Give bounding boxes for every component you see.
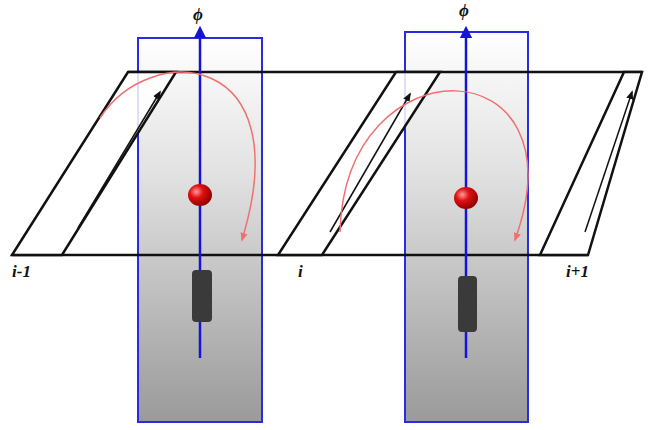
- flux-symbol: ϕ: [193, 6, 203, 23]
- flux-symbol: ϕ: [459, 2, 469, 19]
- circulation-arrow: [340, 91, 528, 240]
- site-index: i: [298, 263, 303, 280]
- current-arrow: [78, 92, 160, 228]
- plaquette: [12, 72, 176, 255]
- rail-line: [128, 71, 642, 74]
- plaquette: [540, 72, 642, 255]
- charge-sphere: [188, 184, 212, 206]
- site-index: i+1: [566, 263, 589, 280]
- charge-sphere: [454, 187, 478, 209]
- circulation-arrow: [100, 72, 255, 240]
- current-arrow: [585, 92, 632, 232]
- site-index: i-1: [12, 263, 31, 280]
- inductor-block: [192, 270, 212, 322]
- inductor-block: [458, 276, 477, 332]
